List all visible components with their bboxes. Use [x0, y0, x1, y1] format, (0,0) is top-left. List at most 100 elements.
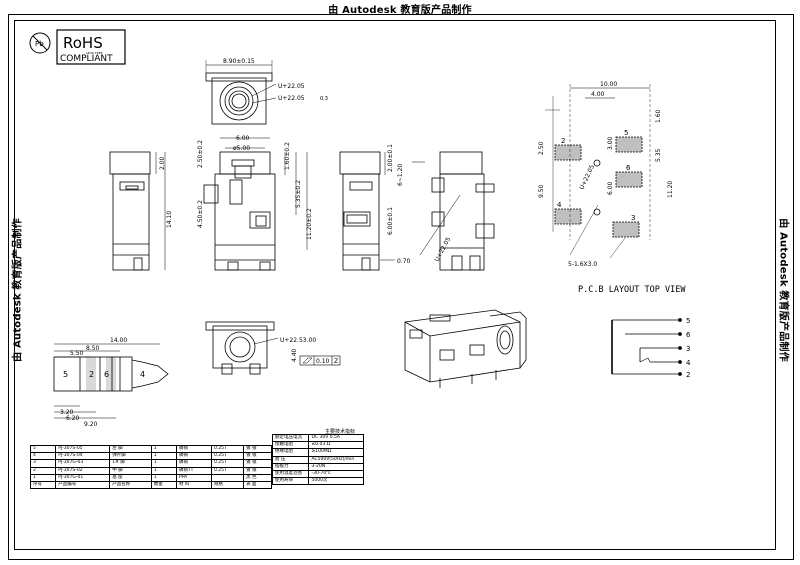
- bom-header-cell: 产品编号: [55, 480, 111, 490]
- dim-side-h: 2.00: [159, 156, 166, 170]
- dim-pcb-c2: 6.00: [607, 181, 614, 195]
- dim-pcb-w2: 4.00: [591, 91, 605, 98]
- bom-cell: PJ-307G-03: [55, 459, 111, 468]
- bom-cell: 1: [150, 473, 177, 482]
- bom-cell: 2: [29, 466, 57, 475]
- spec-value: -30-70℃: [308, 469, 364, 479]
- bom-table: 5 PJ-307S-05 左 脚 1 磷铜 0.25T 镀 银 4 PJ-307…: [29, 444, 272, 490]
- spec-row: 绝缘电阻 ≥100MΩ: [271, 448, 364, 457]
- spec-value: ≥100MΩ: [308, 448, 364, 457]
- schematic: 5 6 3 4 2: [611, 317, 691, 379]
- pcb-pad-label-5: 5: [624, 129, 628, 137]
- spec-key: 使用温度范围: [271, 469, 310, 479]
- pcb-layout-label: P.C.B LAYOUT TOP VIEW: [578, 285, 686, 295]
- dim-plug-c: 3.20: [60, 409, 74, 416]
- pcb-pad-3: [612, 221, 640, 238]
- dim-side-len: 14.10: [166, 211, 173, 228]
- bom-header-cell: 序号: [29, 480, 57, 490]
- pcb-pad-label-6: 6: [626, 164, 631, 172]
- rohs-subtitle: COMPLIANT: [60, 54, 113, 64]
- dim-flatness: 0.10: [316, 358, 330, 365]
- spec-value: ≤0.03 Ω: [308, 441, 364, 450]
- bom-cell: 磷铜: [175, 444, 213, 454]
- bom-header-cell: 产品名称: [109, 480, 152, 490]
- spec-row: 接触电阻 ≤0.03 Ω: [271, 441, 364, 450]
- bom-cell: 磷铜: [175, 459, 213, 468]
- bom-row: 5 PJ-307S-05 左 脚 1 磷铜 0.25T 镀 银: [29, 444, 272, 454]
- bom-cell: 磷铜: [175, 452, 213, 461]
- dim-front-h5: 4.50±0.2: [197, 200, 204, 228]
- dim-front-h4: 11.20±0.2: [306, 208, 313, 240]
- spec-row: 额定电压电流 DC 30V 0.5A: [271, 433, 364, 443]
- schematic-pin-2: 2: [686, 371, 690, 379]
- bom-cell: 弹片脚: [109, 452, 152, 461]
- bom-cell: 1: [150, 452, 177, 461]
- section-view: U+22.05 6~1.20: [397, 151, 495, 271]
- pcb-layout: 10.00 4.00 2.50 9.50 1.60 5.35 11.20 3.0…: [538, 81, 674, 268]
- spec-key: 插拔力: [271, 462, 310, 471]
- dim-plug-d: 6.20: [66, 415, 80, 422]
- bom-cell: 1: [150, 444, 177, 454]
- dim-top-width: 8.90±0.15: [223, 58, 255, 65]
- bottom-view: U+22.53.00 4.40 0.10 Z: [205, 321, 341, 375]
- bom-cell: 0.25T: [211, 459, 245, 468]
- bom-header-cell: 数量: [150, 480, 177, 490]
- spec-key: 耐 压: [271, 455, 310, 464]
- schematic-pin-4: 4: [686, 359, 691, 367]
- bom-header-row: 序号 产品编号 产品名称 数量 材 料 规格 表 面: [29, 480, 272, 490]
- top-view: 8.90±0.15 U+22.05 U+22.05 0.3: [205, 58, 328, 125]
- dim-front-w2: ø5.00: [233, 145, 250, 152]
- dim-front-w1: 6.00: [236, 135, 250, 142]
- spec-value: DC 30V 0.5A: [308, 433, 364, 443]
- bom-cell: 镀 银: [243, 459, 272, 468]
- dim-pcb-w1: 10.00: [600, 81, 617, 88]
- bom-cell: 1: [150, 466, 177, 475]
- dim-plug-e: 9.20: [84, 421, 98, 428]
- bom-cell: PJ-307S-02: [55, 466, 111, 475]
- schematic-pin-5: 5: [686, 317, 690, 325]
- bom-header-cell: 表 面: [243, 480, 272, 490]
- bom-row: 1 PJ-307G-01 基 座 1 PPA 黑 色: [29, 473, 272, 482]
- spec-key: 接触电阻: [271, 441, 310, 450]
- dim-right-h4: 0.70: [397, 258, 411, 265]
- dim-top-tol: 0.3: [320, 96, 328, 102]
- bom-cell: 基 座: [109, 473, 152, 482]
- bom-cell: 3: [29, 459, 57, 468]
- dim-plug-b: 5.50: [70, 350, 84, 357]
- bom-cell: 1: [150, 459, 177, 468]
- pcb-pad-2: [554, 144, 582, 161]
- dim-pcb-h3: 11.20: [667, 181, 674, 198]
- spec-key: 额定电压电流: [271, 433, 310, 443]
- dim-front-h1: 2.50±0.2: [197, 140, 204, 168]
- spec-row: 耐 压 AC500V(50Hz)/min: [271, 455, 364, 464]
- dim-section-d: U+22.05: [434, 236, 453, 263]
- bom-row: 3 PJ-307G-03 1# 脚 1 磷铜 0.25T 镀 银: [29, 459, 272, 468]
- bom-cell: PJ-307S-04: [55, 452, 111, 461]
- plug-ring-1: 5: [63, 370, 68, 379]
- bom-cell: 0.25T: [211, 444, 245, 454]
- pcb-pad-label-2: 2: [561, 137, 565, 145]
- bom-cell: 镀 银: [243, 444, 272, 454]
- bom-row: 4 PJ-307S-04 弹片脚 1 磷铜 0.25T 镀 银: [29, 452, 272, 461]
- dim-pcb-slot: 5-1.6X3.0: [568, 261, 597, 268]
- plug-ring-2: 2: [89, 370, 94, 379]
- schematic-pin-6: 6: [686, 331, 691, 339]
- spec-key: 使用寿命: [271, 477, 310, 486]
- bom-cell: 镀 银: [243, 452, 272, 461]
- spec-value: 5000次: [308, 477, 364, 486]
- bom-cell: [211, 473, 245, 482]
- dim-pcb-c1: 3.00: [607, 136, 614, 150]
- bom-cell: 黑 色: [243, 473, 272, 482]
- bom-cell: 5: [29, 444, 57, 454]
- side-view-left: 2.00 14.10: [109, 151, 173, 271]
- dim-pcb-l2: 9.50: [538, 184, 545, 198]
- bom-cell: 磷铜TT: [175, 466, 213, 475]
- spec-row: 使用寿命 5000次: [271, 477, 364, 486]
- bom-cell: PPA: [175, 473, 213, 482]
- spec-value: AC500V(50Hz)/min: [308, 455, 364, 464]
- bom-cell: 左 脚: [109, 444, 152, 454]
- dim-flatness-ref: Z: [334, 358, 338, 365]
- dim-plug-a: 8.50: [86, 345, 100, 352]
- bom-cell: 中 脚: [109, 466, 152, 475]
